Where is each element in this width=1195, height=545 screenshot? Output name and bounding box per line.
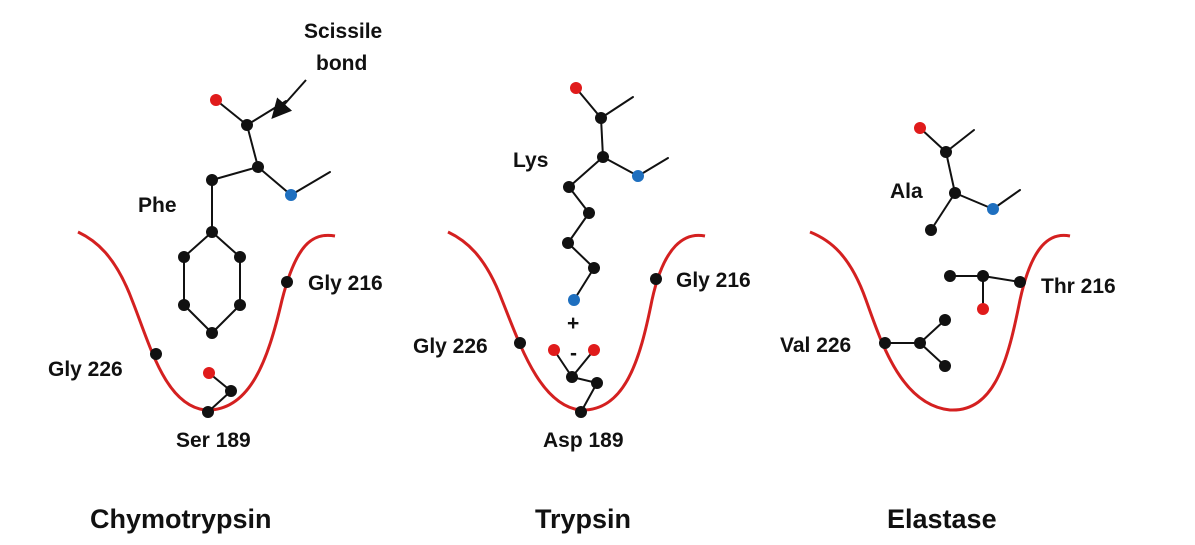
elastase-residue-216-label: Thr 216 (1041, 275, 1116, 298)
trypsin-asp189-sidechain (548, 344, 603, 418)
elastase-val226-sidechain (879, 314, 951, 372)
trypsin-gly226-atom (514, 337, 526, 349)
elastase-thr216-sidechain (944, 270, 1026, 315)
trypsin-gly216-atom (650, 273, 662, 285)
trypsin-positive-charge: + (567, 312, 579, 335)
chymotrypsin-title: Chymotrypsin (90, 504, 272, 534)
trypsin-title: Trypsin (535, 504, 631, 534)
chymotrypsin-phe-substrate (178, 94, 331, 339)
chymotrypsin-gly216-atom (281, 276, 293, 288)
chymotrypsin-substrate-label: Phe (138, 194, 177, 217)
trypsin-residue-216-label: Gly 216 (676, 269, 751, 292)
elastase-panel: Ala Thr 216 Val 226 Elastase (780, 122, 1116, 534)
chymotrypsin-residue-189-label: Ser 189 (176, 429, 251, 452)
trypsin-negative-charge: - (570, 342, 577, 365)
chymotrypsin-residue-226-label: Gly 226 (48, 358, 123, 381)
elastase-specificity-pocket (809, 230, 1071, 412)
trypsin-residue-189-label: Asp 189 (543, 429, 624, 452)
chymotrypsin-gly226-atom (150, 348, 162, 360)
trypsin-substrate-label: Lys (513, 149, 548, 172)
elastase-ala-substrate (914, 122, 1021, 236)
chymotrypsin-ser189-sidechain (202, 367, 237, 418)
trypsin-residue-226-label: Gly 226 (413, 335, 488, 358)
chymotrypsin-residue-216-label: Gly 216 (308, 272, 383, 295)
scissile-bond-arrow (271, 79, 307, 119)
chymotrypsin-panel: Scissile bond Phe Gly 216 Gly 226 Ser 18… (48, 20, 383, 534)
trypsin-lys-substrate (562, 82, 669, 306)
elastase-residue-226-label: Val 226 (780, 334, 851, 357)
elastase-title: Elastase (887, 504, 997, 534)
scissile-label-line2: bond (316, 52, 367, 75)
chymotrypsin-specificity-pocket (77, 230, 336, 412)
elastase-substrate-label: Ala (890, 180, 923, 203)
trypsin-panel: + - Lys Gly 216 Gly 226 Asp 189 Trypsin (413, 82, 751, 534)
scissile-label-line1: Scissile (304, 20, 382, 43)
